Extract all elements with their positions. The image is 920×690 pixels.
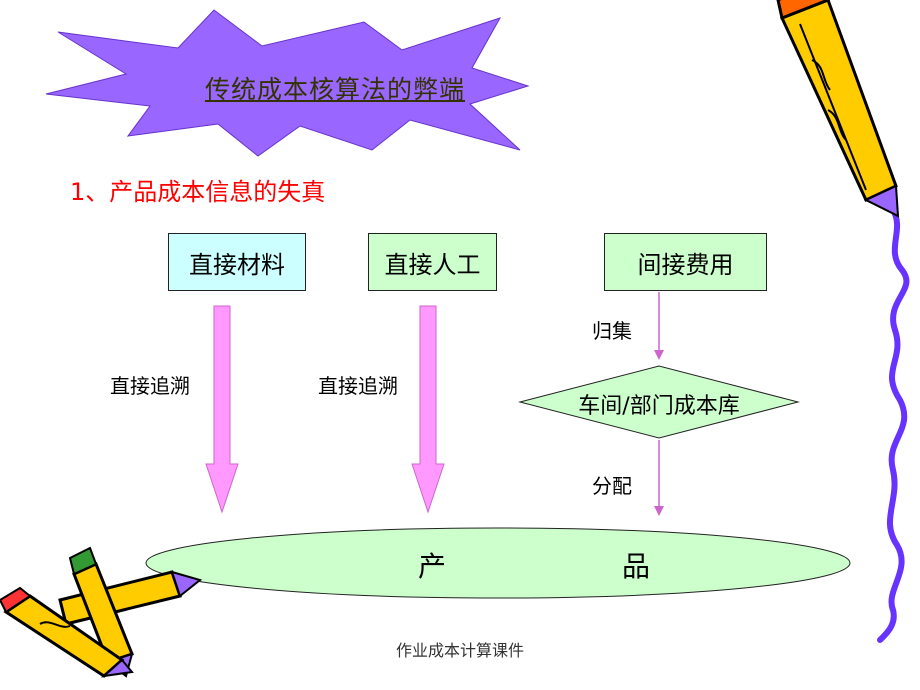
label-trace-middle: 直接追溯: [318, 374, 398, 398]
arrow-allocate: [654, 440, 664, 516]
slide-title: 传统成本核算法的弊端: [204, 75, 465, 104]
arrow-collect: [654, 292, 664, 360]
box-direct-material: 直接材料: [168, 233, 306, 291]
title-burst-shape: [45, 9, 530, 157]
product-label-char2: 品: [622, 550, 651, 583]
arrow-direct-material: [205, 305, 239, 514]
label-allocate: 分配: [592, 474, 632, 498]
section-heading: 1、产品成本信息的失真: [70, 178, 326, 206]
product-label-char1: 产: [418, 550, 447, 583]
squiggle-line: [877, 207, 910, 643]
cost-pool-label: 车间/部门成本库: [578, 394, 740, 419]
footer-text: 作业成本计算课件: [395, 641, 524, 660]
box-direct-labor: 直接人工: [368, 233, 497, 291]
label-trace-left: 直接追溯: [110, 374, 190, 398]
pencil-icon: [0, 586, 134, 678]
cost-pool-diamond: [518, 365, 800, 439]
product-ellipse: [145, 527, 851, 599]
pencil-icon: [776, 0, 900, 218]
arrow-direct-labor: [411, 305, 445, 514]
label-collect: 归集: [592, 319, 632, 343]
box-indirect-cost: 间接费用: [604, 233, 767, 291]
